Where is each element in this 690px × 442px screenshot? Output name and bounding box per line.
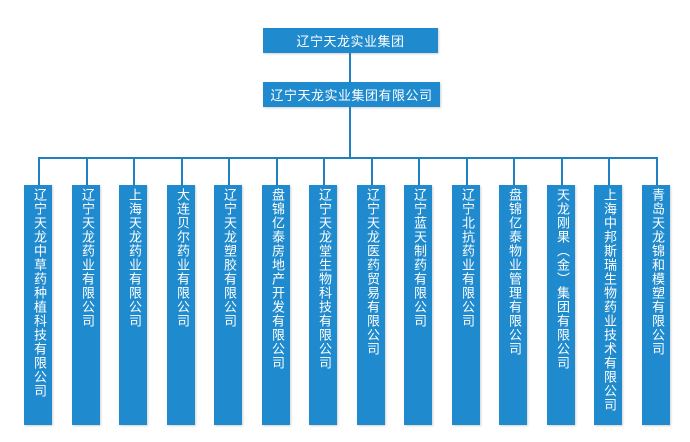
connector-bus-to-subsidiary-7 — [323, 157, 325, 185]
connector-bus-to-subsidiary-13 — [608, 157, 610, 185]
org-node-subsidiary-4[interactable]: 大连贝尔药业有限公司 — [167, 185, 195, 425]
connector-bus-to-subsidiary-1 — [38, 157, 40, 185]
org-node-subsidiary-10[interactable]: 辽宁北抗药业有限公司 — [452, 185, 480, 425]
connector-bus-to-subsidiary-10 — [466, 157, 468, 185]
connector-parent-to-bus — [349, 107, 351, 158]
org-node-subsidiary-11[interactable]: 盘锦亿泰物业管理有限公司 — [499, 185, 527, 425]
org-node-subsidiary-1[interactable]: 辽宁天龙中草药种植科技有限公司 — [24, 185, 52, 425]
org-node-root[interactable]: 辽宁天龙实业集团 — [263, 28, 438, 53]
connector-bus-to-subsidiary-2 — [86, 157, 88, 185]
connector-bus-to-subsidiary-5 — [228, 157, 230, 185]
org-node-subsidiary-5[interactable]: 辽宁天龙塑胶有限公司 — [214, 185, 242, 425]
org-node-subsidiary-13[interactable]: 上海中邦斯瑞生物药业技术有限公司 — [594, 185, 622, 425]
org-node-subsidiary-8[interactable]: 辽宁天龙医药贸易有限公司 — [357, 185, 385, 425]
connector-root-to-parent — [349, 53, 351, 82]
connector-bus-to-subsidiary-11 — [513, 157, 515, 185]
org-node-subsidiary-3[interactable]: 上海天龙药业有限公司 — [119, 185, 147, 425]
connector-bus-to-subsidiary-12 — [561, 157, 563, 185]
org-node-subsidiary-12[interactable]: 天龙刚果（金）集团有限公司 — [547, 185, 575, 425]
org-node-subsidiary-14[interactable]: 青岛天龙锦和模塑有限公司 — [642, 185, 670, 425]
connector-bus-to-subsidiary-6 — [276, 157, 278, 185]
org-node-subsidiary-7[interactable]: 辽宁天龙堂生物科技有限公司 — [309, 185, 337, 425]
connector-bus-to-subsidiary-9 — [418, 157, 420, 185]
org-node-parent-company[interactable]: 辽宁天龙实业集团有限公司 — [263, 82, 440, 107]
connector-bus-to-subsidiary-8 — [371, 157, 373, 185]
connector-bus-to-subsidiary-14 — [656, 157, 658, 185]
org-node-subsidiary-2[interactable]: 辽宁天龙药业有限公司 — [72, 185, 100, 425]
connector-bus-bar — [38, 157, 656, 159]
org-node-subsidiary-6[interactable]: 盘锦亿泰房地产开发有限公司 — [262, 185, 290, 425]
org-node-subsidiary-9[interactable]: 辽宁蓝天制药有限公司 — [404, 185, 432, 425]
connector-bus-to-subsidiary-4 — [181, 157, 183, 185]
connector-bus-to-subsidiary-3 — [133, 157, 135, 185]
